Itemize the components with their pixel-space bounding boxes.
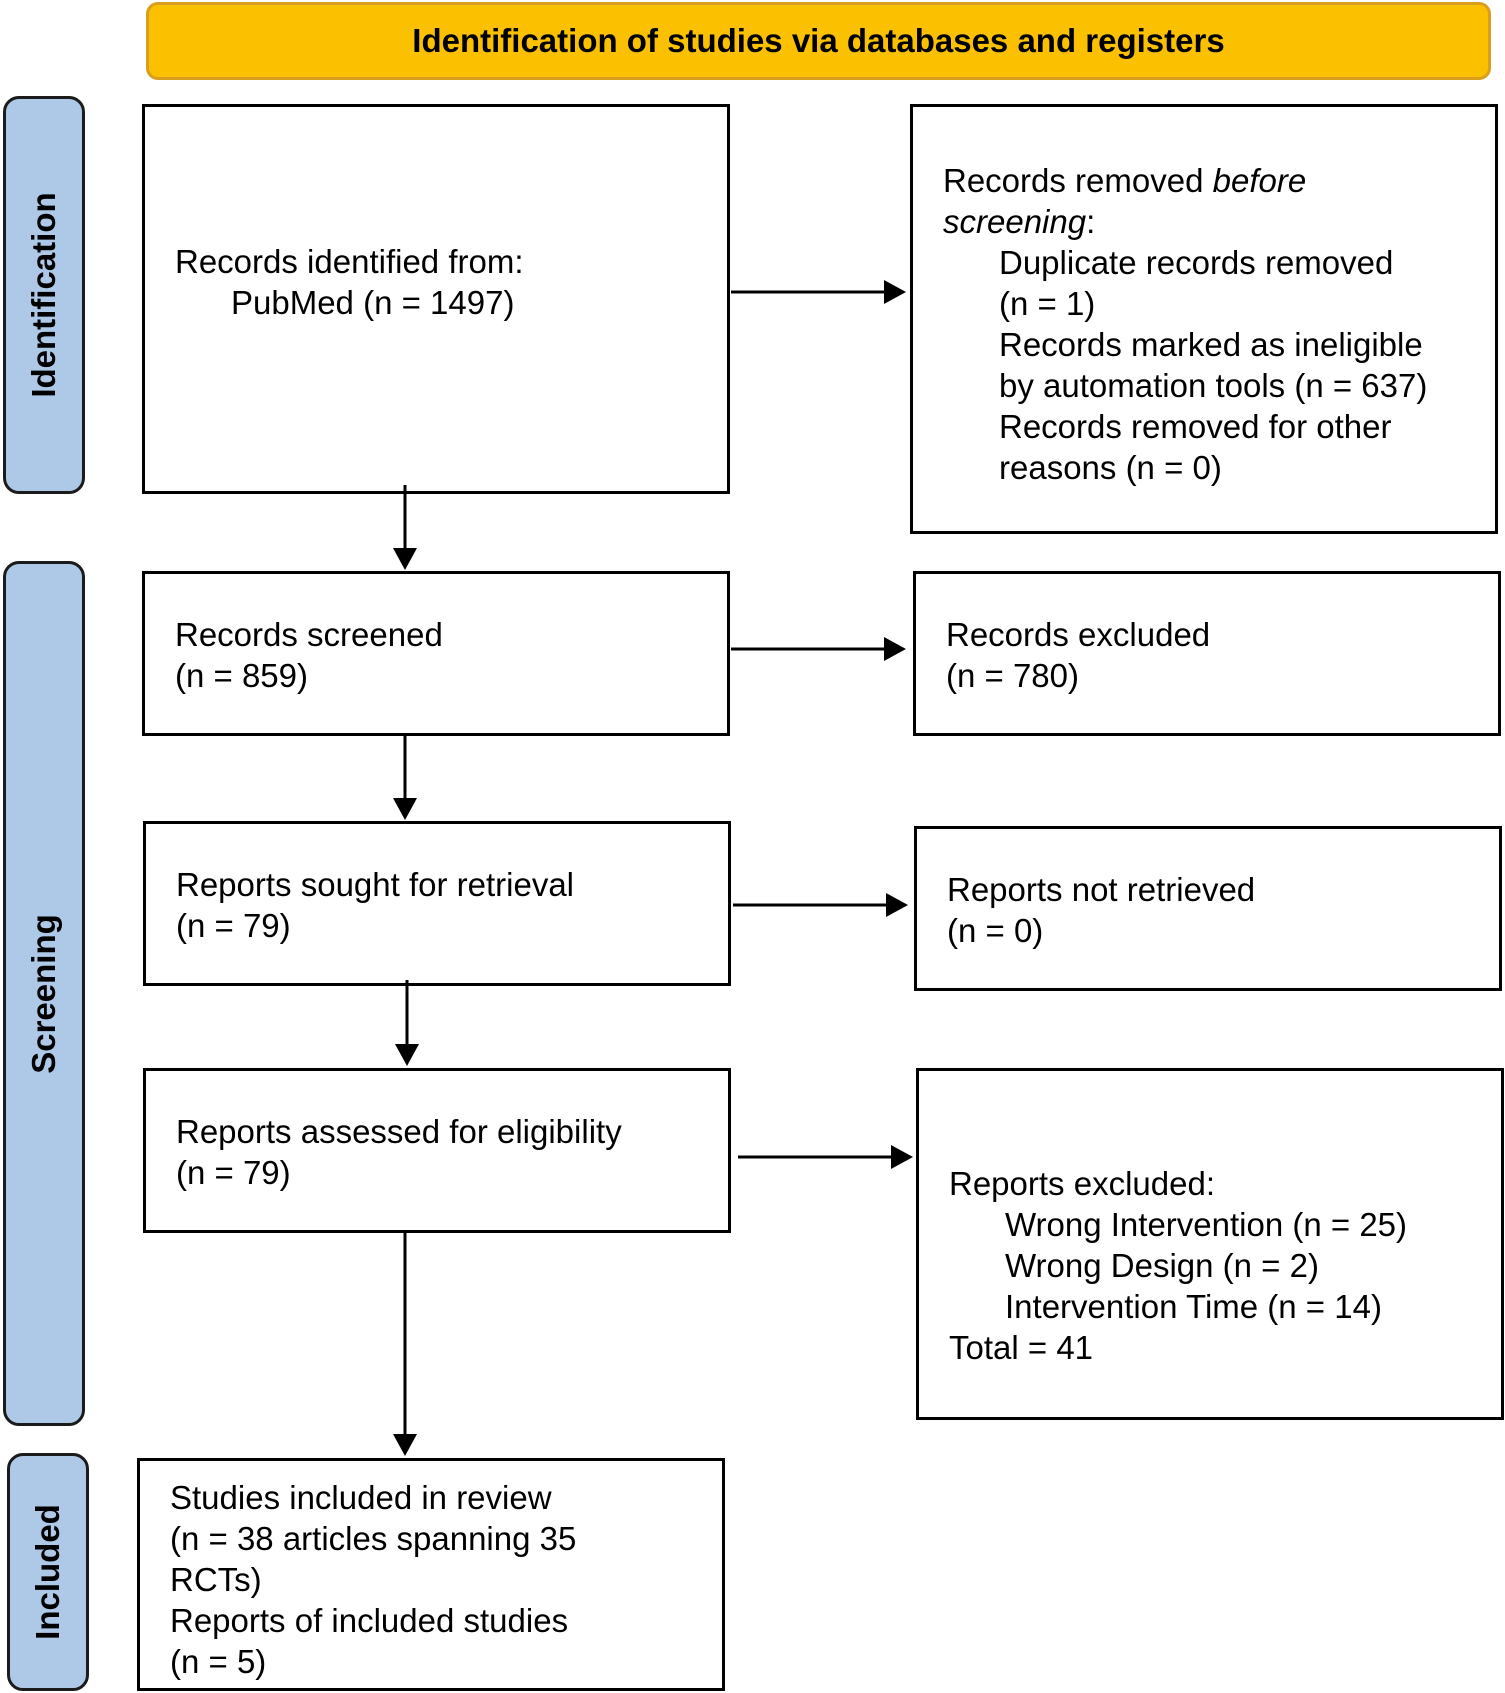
removed-item: by automation tools (n = 637): [999, 367, 1428, 404]
records-removed-title-line2: screening:: [943, 201, 1495, 242]
arrowhead-icon: [884, 637, 906, 661]
arrowhead-icon: [393, 1434, 417, 1456]
phase-identification: Identification: [3, 96, 85, 494]
reports-not-retrieved-count: (n = 0): [947, 912, 1044, 949]
arrowhead-icon: [886, 893, 908, 917]
records-removed-title-b: before: [1212, 162, 1307, 199]
records-excluded-box: Records excluded (n = 780): [913, 571, 1501, 736]
removed-item: (n = 1): [999, 285, 1096, 322]
studies-included-line: (n = 38 articles spanning 35: [170, 1520, 577, 1557]
reports-assessed-count: (n = 79): [176, 1154, 291, 1191]
removed-item: Records marked as ineligible: [999, 326, 1423, 363]
records-identified-title: Records identified from:: [175, 243, 524, 280]
reports-excluded-item: Intervention Time (n = 14): [1005, 1288, 1382, 1325]
records-removed-box: Records removed before screening: Duplic…: [910, 104, 1498, 534]
flow-header: Identification of studies via databases …: [146, 2, 1491, 80]
reports-not-retrieved-label: Reports not retrieved: [947, 871, 1256, 908]
arrowhead-icon: [884, 280, 906, 304]
records-removed-title-line1: Records removed before: [943, 160, 1495, 201]
removed-item: Records removed for other: [999, 408, 1392, 445]
records-excluded-count: (n = 780): [946, 657, 1079, 694]
reports-not-retrieved-box: Reports not retrieved (n = 0): [914, 826, 1502, 991]
studies-included-line: Reports of included studies: [170, 1602, 569, 1639]
records-screened-box: Records screened (n = 859): [142, 571, 730, 736]
reports-assessed-label: Reports assessed for eligibility: [176, 1113, 622, 1150]
records-removed-title-c: screening: [943, 203, 1087, 240]
phase-screening: Screening: [3, 561, 85, 1426]
reports-sought-label: Reports sought for retrieval: [176, 866, 575, 903]
arrowhead-icon: [393, 798, 417, 820]
arrowhead-icon: [393, 548, 417, 570]
reports-excluded-item: Wrong Intervention (n = 25): [1005, 1206, 1408, 1243]
records-removed-title-a: Records removed: [943, 162, 1213, 199]
phase-included: Included: [7, 1453, 89, 1691]
studies-included-line: Studies included in review: [170, 1479, 552, 1516]
studies-included-line: (n = 5): [170, 1643, 267, 1680]
removed-item: Duplicate records removed: [999, 244, 1394, 281]
reports-sought-box: Reports sought for retrieval (n = 79): [143, 821, 731, 986]
arrowhead-icon: [395, 1044, 419, 1066]
arrowhead-icon: [891, 1145, 913, 1169]
reports-excluded-title: Reports excluded:: [949, 1165, 1215, 1202]
reports-sought-count: (n = 79): [176, 907, 291, 944]
records-excluded-label: Records excluded: [946, 616, 1211, 653]
records-identified-source: PubMed (n = 1497): [231, 284, 515, 321]
records-screened-label: Records screened: [175, 616, 443, 653]
reports-excluded-box: Reports excluded: Wrong Intervention (n …: [916, 1068, 1504, 1420]
records-identified-box: Records identified from: PubMed (n = 149…: [142, 104, 730, 494]
studies-included-line: RCTs): [170, 1561, 262, 1598]
reports-excluded-item: Wrong Design (n = 2): [1005, 1247, 1319, 1284]
records-screened-count: (n = 859): [175, 657, 308, 694]
header-title: Identification of studies via databases …: [412, 22, 1225, 59]
records-removed-title-d: :: [1086, 203, 1096, 240]
removed-item: reasons (n = 0): [999, 449, 1222, 486]
studies-included-box: Studies included in review (n = 38 artic…: [137, 1458, 725, 1691]
reports-excluded-total: Total = 41: [949, 1329, 1094, 1366]
reports-assessed-box: Reports assessed for eligibility (n = 79…: [143, 1068, 731, 1233]
